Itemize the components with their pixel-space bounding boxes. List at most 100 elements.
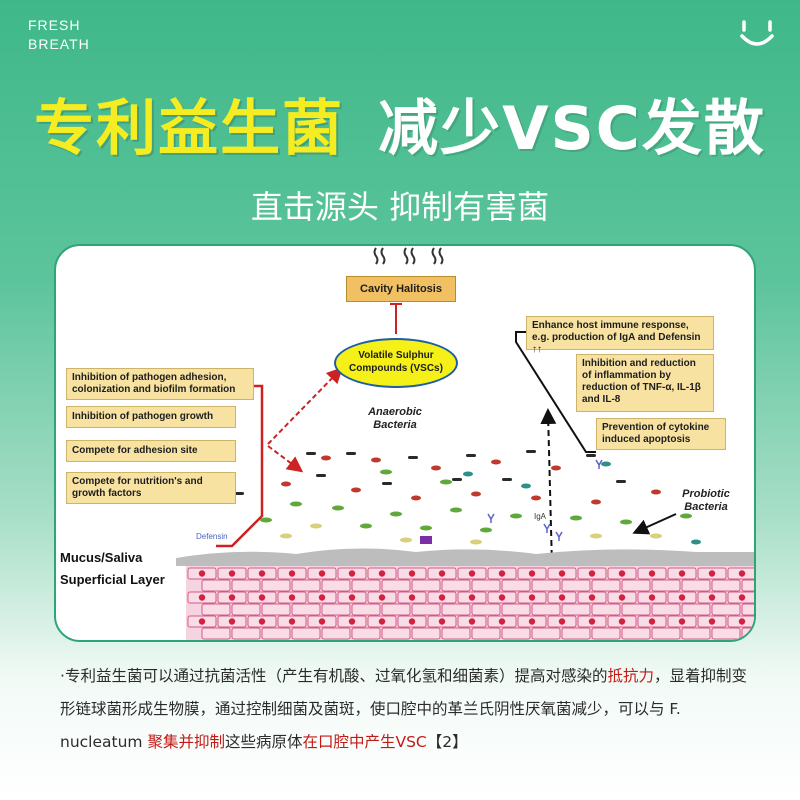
epithelial-cell xyxy=(591,627,621,640)
epithelial-cell xyxy=(531,627,561,640)
cell-nucleus xyxy=(498,594,506,601)
epithelial-cell xyxy=(621,627,651,640)
mechanism-box-adhesion: Inhibition of pathogen adhesion, coloniz… xyxy=(66,368,254,400)
epithelial-cell xyxy=(711,603,741,616)
title-highlight: 专利益生菌 xyxy=(34,94,345,164)
inflammation-box: Inhibition and reduction of inflammation… xyxy=(576,354,714,412)
cell-nucleus xyxy=(198,618,206,625)
vsc-line-1: Volatile Sulphur xyxy=(358,350,434,361)
epithelial-cell xyxy=(561,603,591,616)
cell-nucleus xyxy=(258,570,266,577)
cell-nucleus xyxy=(468,570,476,577)
anaerobic-bacteria-label: Anaerobic Bacteria xyxy=(360,406,430,432)
cell-nucleus xyxy=(618,594,626,601)
cell-nucleus xyxy=(258,594,266,601)
epithelial-cell xyxy=(531,603,561,616)
epithelial-cell xyxy=(381,579,411,592)
epithelial-cell xyxy=(321,627,351,640)
epithelial-cell xyxy=(351,579,381,592)
vsc-line-2: Compounds (VSCs) xyxy=(349,363,443,374)
odor-lines-icon xyxy=(373,247,444,265)
cell-nucleus xyxy=(558,570,566,577)
cell-nucleus xyxy=(528,570,536,577)
epithelial-cell xyxy=(651,579,681,592)
cell-nucleus xyxy=(348,594,356,601)
page-subtitle: 直击源头 抑制有害菌 xyxy=(250,188,550,226)
epithelial-cell xyxy=(261,603,291,616)
epithelial-cell xyxy=(531,579,561,592)
cell-nucleus xyxy=(738,594,746,601)
cell-nucleus xyxy=(678,594,686,601)
description-paragraph: ·专利益生菌可以通过抗菌活性（产生有机酸、过氧化氢和细菌素）提高对感染的抵抗力，… xyxy=(60,660,750,759)
desc-citation: 【2】 xyxy=(426,733,468,751)
epithelial-cell xyxy=(261,579,291,592)
cell-nucleus xyxy=(228,570,236,577)
epithelial-cell xyxy=(681,579,711,592)
cell-nucleus xyxy=(498,570,506,577)
cell-nucleus xyxy=(198,594,206,601)
cell-nucleus xyxy=(378,594,386,601)
epithelial-cell xyxy=(681,627,711,640)
cell-nucleus xyxy=(588,594,596,601)
epithelial-cell xyxy=(291,627,321,640)
cell-nucleus xyxy=(648,618,656,625)
cell-nucleus xyxy=(558,618,566,625)
epithelial-cell xyxy=(471,603,501,616)
epithelial-cell xyxy=(711,579,741,592)
epithelial-cell xyxy=(471,579,501,592)
mechanism-box-adhesion-site: Compete for adhesion site xyxy=(66,440,236,462)
epithelial-cell xyxy=(711,627,741,640)
epithelial-cell xyxy=(501,579,531,592)
cell-nucleus xyxy=(378,618,386,625)
cell-nucleus xyxy=(708,570,716,577)
epithelial-cell xyxy=(591,603,621,616)
apoptosis-box: Prevention of cytokine induced apoptosis xyxy=(596,418,726,450)
cell-nucleus xyxy=(618,570,626,577)
epithelial-cell xyxy=(411,603,441,616)
mucus-layer xyxy=(176,548,754,566)
epithelial-cell xyxy=(741,627,754,640)
cell-nucleus xyxy=(408,570,416,577)
cell-nucleus xyxy=(198,570,206,577)
superficial-layer-label: Superficial Layer xyxy=(60,572,165,587)
cell-nucleus xyxy=(648,570,656,577)
epithelial-cell xyxy=(471,627,501,640)
epithelial-cell xyxy=(261,627,291,640)
epithelial-cell xyxy=(441,627,471,640)
desc-highlight-resistance: 抵抗力 xyxy=(607,667,654,685)
mechanism-box-nutrition: Compete for nutrition's and growth facto… xyxy=(66,472,236,504)
epithelial-cell xyxy=(321,603,351,616)
cell-nucleus xyxy=(588,618,596,625)
epithelial-cell xyxy=(501,603,531,616)
defensin-label: Defensin xyxy=(196,532,228,541)
immune-box: Enhance host immune response, e.g. produ… xyxy=(526,316,714,355)
epithelial-cell xyxy=(351,603,381,616)
epithelial-cell xyxy=(201,603,231,616)
cell-nucleus xyxy=(738,570,746,577)
cell-nucleus xyxy=(438,618,446,625)
desc-text-1: 专利益生菌可以通过抗菌活性（产生有机酸、过氧化氢和细菌素）提高对感染的 xyxy=(64,667,608,685)
page-title: 专利益生菌减少VSC发散 xyxy=(0,80,800,167)
cell-nucleus xyxy=(708,594,716,601)
cell-nucleus xyxy=(378,570,386,577)
epithelial-cell xyxy=(621,579,651,592)
mechanism-diagram: Cavity Halitosis Volatile Sulphur Compou… xyxy=(54,244,756,642)
epithelial-cell xyxy=(651,603,681,616)
anaerobic-line-2: Bacteria xyxy=(373,419,417,431)
epithelial-cell xyxy=(381,627,411,640)
desc-text-2: ，显着抑制变形链球菌形成生物膜，通过控制细菌及菌斑，使口腔中的革兰氏阴性厌氧菌减… xyxy=(60,667,747,751)
cell-nucleus xyxy=(288,594,296,601)
cell-nucleus xyxy=(618,618,626,625)
cell-nucleus xyxy=(468,618,476,625)
cell-nucleus xyxy=(528,618,536,625)
desc-text-3: 这些病原体 xyxy=(224,733,303,751)
cell-nucleus xyxy=(438,570,446,577)
cell-nucleus xyxy=(228,618,236,625)
cell-nucleus xyxy=(588,570,596,577)
brand-line-1: FRESH xyxy=(28,17,81,33)
probiotic-line-2: Bacteria xyxy=(684,501,728,513)
desc-highlight-vsc: 在口腔中产生VSC xyxy=(302,733,427,751)
cell-nucleus xyxy=(468,594,476,601)
cell-nucleus xyxy=(678,570,686,577)
epithelial-cell xyxy=(561,579,591,592)
